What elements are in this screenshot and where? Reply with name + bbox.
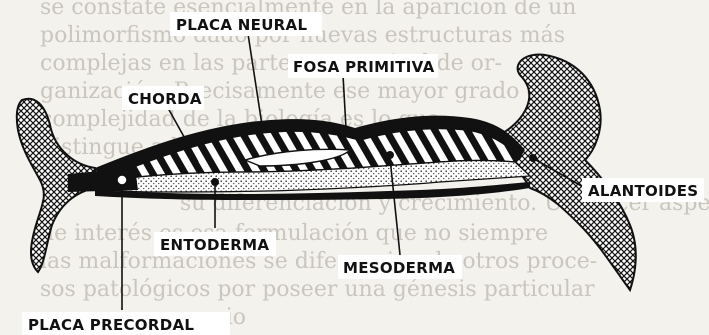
alantoides-label: ALANTOIDES <box>588 182 698 200</box>
fosa-primitiva-label: FOSA PRIMITIVA <box>293 58 435 76</box>
bg-line: las malformaciones se diferencian de otr… <box>40 249 597 274</box>
entoderma-label: ENTODERMA <box>160 236 269 254</box>
bg-line: de interés es esa formulación que no sie… <box>40 221 548 246</box>
entoderma-dot <box>211 178 219 186</box>
bg-line: ganización. Precisamente ese mayor grado… <box>40 79 554 104</box>
fosa-primitiva-dot <box>342 127 350 135</box>
bg-line: sos patológicos por poseer una génesis p… <box>40 277 595 302</box>
placa-precordal-label: PLACA PRECORDAL <box>28 316 194 334</box>
placa-neural-label: PLACA NEURAL <box>176 16 307 34</box>
placa-neural-dot <box>258 124 266 132</box>
mesoderma-label: MESODERMA <box>343 259 455 277</box>
chorda-label: CHORDA <box>128 90 202 108</box>
mesoderma-dot <box>386 151 394 159</box>
precordal-plate-dot <box>117 175 127 185</box>
